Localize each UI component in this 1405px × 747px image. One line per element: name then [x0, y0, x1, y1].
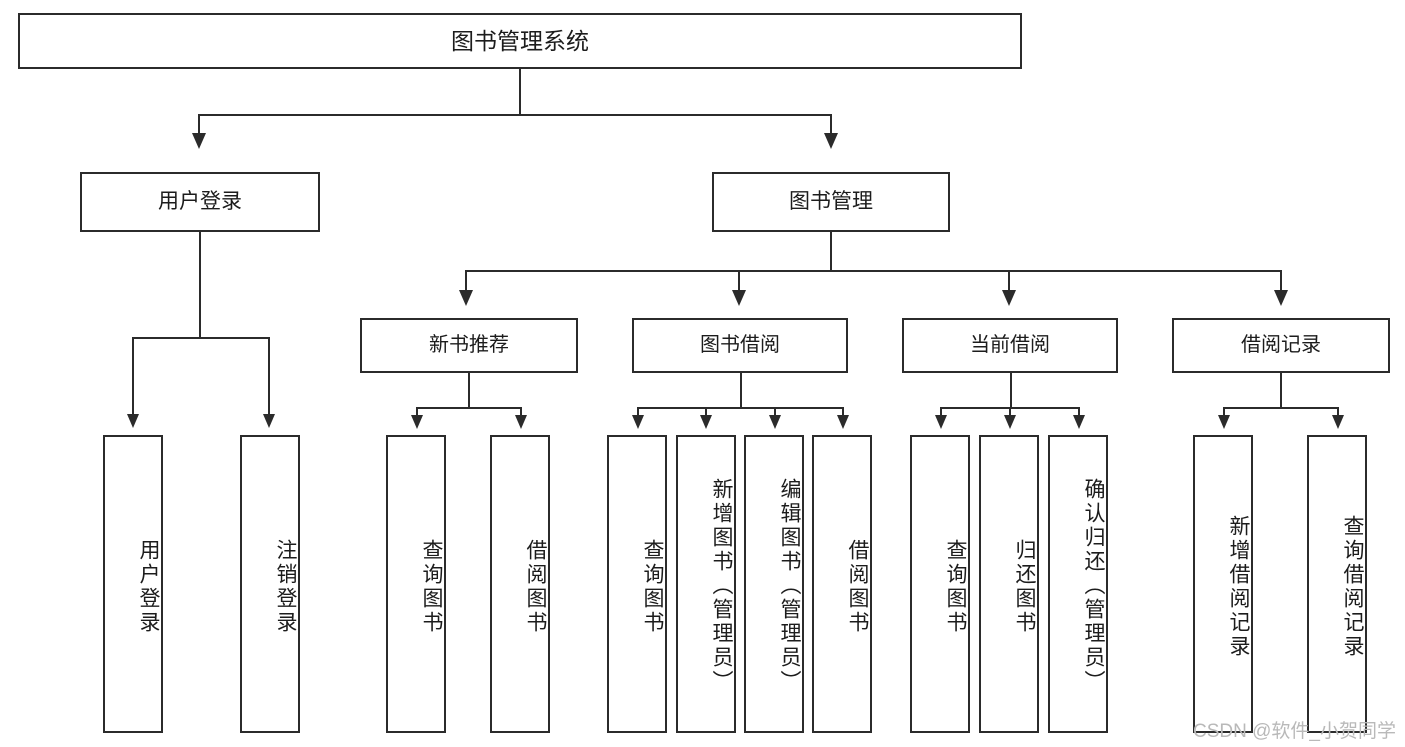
connector-user-login-drop-1 — [132, 337, 134, 415]
connector-book-borrow-drop-1 — [637, 407, 639, 416]
connector-new-book-drop-2 — [520, 407, 522, 416]
connector-book-management-stem — [830, 232, 832, 271]
node-label: 新书推荐 — [429, 334, 509, 357]
node-label: 图书借阅 — [700, 334, 780, 357]
node-current-borrow[interactable]: 当前借阅 — [902, 318, 1118, 373]
node-label: 新增借阅记录 — [1227, 515, 1250, 659]
leaf-query-borrow-record[interactable]: 查询借阅记录 — [1307, 435, 1367, 733]
connector-root-drop-right — [830, 114, 832, 134]
connector-user-login-bus — [133, 337, 269, 339]
connector-current-borrow-drop-1 — [940, 407, 942, 416]
connector-root-stem — [519, 69, 521, 115]
node-label: 当前借阅 — [970, 334, 1050, 357]
node-label: 查询图书 — [641, 539, 664, 635]
leaf-logout[interactable]: 注销登录 — [240, 435, 300, 733]
leaf-user-login[interactable]: 用户登录 — [103, 435, 163, 733]
arrowhead-to-book-borrow — [732, 290, 746, 306]
connector-root-bus — [199, 114, 831, 116]
arrowhead-borrow-record-leaf-1 — [1218, 415, 1230, 429]
arrowhead-book-borrow-leaf-3 — [769, 415, 781, 429]
leaf-return-book[interactable]: 归还图书 — [979, 435, 1039, 733]
node-new-book-recommend[interactable]: 新书推荐 — [360, 318, 578, 373]
node-label: 借阅记录 — [1241, 334, 1321, 357]
connector-current-borrow-stem — [1010, 373, 1012, 408]
connector-new-book-bus — [417, 407, 521, 409]
node-label: 注销登录 — [274, 539, 297, 635]
connector-borrow-record-drop-2 — [1337, 407, 1339, 416]
node-user-login[interactable]: 用户登录 — [80, 172, 320, 232]
node-label: 归还图书 — [1013, 539, 1036, 635]
arrowhead-book-borrow-leaf-4 — [837, 415, 849, 429]
connector-book-borrow-stem — [740, 373, 742, 408]
arrowhead-to-new-book-recommend — [459, 290, 473, 306]
leaf-query-book-recommend[interactable]: 查询图书 — [386, 435, 446, 733]
leaf-query-book-borrow[interactable]: 查询图书 — [607, 435, 667, 733]
node-borrow-record[interactable]: 借阅记录 — [1172, 318, 1390, 373]
leaf-query-book-current[interactable]: 查询图书 — [910, 435, 970, 733]
node-label: 新增图书（管理员） — [710, 478, 733, 694]
connector-user-login-stem — [199, 232, 201, 338]
connector-current-borrow-drop-2 — [1009, 407, 1011, 416]
leaf-add-borrow-record[interactable]: 新增借阅记录 — [1193, 435, 1253, 733]
node-label: 借阅图书 — [524, 539, 547, 635]
node-label: 查询图书 — [420, 539, 443, 635]
arrowhead-book-borrow-leaf-1 — [632, 415, 644, 429]
arrowhead-to-current-borrow — [1002, 290, 1016, 306]
connector-borrow-record-stem — [1280, 373, 1282, 408]
arrowhead-to-user-login — [192, 133, 206, 149]
node-label: 查询借阅记录 — [1341, 515, 1364, 659]
node-label: 用户登录 — [158, 190, 242, 214]
connector-book-borrow-bus — [638, 407, 844, 409]
arrowhead-current-borrow-leaf-1 — [935, 415, 947, 429]
node-book-borrow[interactable]: 图书借阅 — [632, 318, 848, 373]
arrowhead-to-book-management — [824, 133, 838, 149]
leaf-edit-book-admin[interactable]: 编辑图书（管理员） — [744, 435, 804, 733]
node-root-book-management-system[interactable]: 图书管理系统 — [18, 13, 1022, 69]
connector-level2-drop-3 — [1008, 270, 1010, 291]
connector-user-login-drop-2 — [268, 337, 270, 415]
node-label: 图书管理系统 — [451, 27, 589, 54]
node-label: 确认归还（管理员） — [1082, 478, 1105, 694]
leaf-add-book-admin[interactable]: 新增图书（管理员） — [676, 435, 736, 733]
connector-book-borrow-drop-4 — [842, 407, 844, 416]
connector-level2-drop-1 — [465, 270, 467, 291]
arrowhead-book-borrow-leaf-2 — [700, 415, 712, 429]
connector-current-borrow-drop-3 — [1078, 407, 1080, 416]
arrowhead-current-borrow-leaf-3 — [1073, 415, 1085, 429]
arrowhead-to-borrow-record — [1274, 290, 1288, 306]
connector-book-borrow-drop-2 — [705, 407, 707, 416]
arrowhead-to-logout-leaf — [263, 414, 275, 428]
connector-level2-drop-2 — [738, 270, 740, 291]
leaf-borrow-book-recommend[interactable]: 借阅图书 — [490, 435, 550, 733]
arrowhead-borrow-record-leaf-2 — [1332, 415, 1344, 429]
arrowhead-new-book-leaf-1 — [411, 415, 423, 429]
arrowhead-to-user-login-leaf — [127, 414, 139, 428]
connector-level2-drop-4 — [1280, 270, 1282, 291]
node-book-management[interactable]: 图书管理 — [712, 172, 950, 232]
node-label: 借阅图书 — [846, 539, 869, 635]
node-label: 用户登录 — [137, 539, 160, 635]
node-label: 图书管理 — [789, 190, 873, 214]
connector-new-book-stem — [468, 373, 470, 408]
node-label: 编辑图书（管理员） — [778, 478, 801, 694]
arrowhead-new-book-leaf-2 — [515, 415, 527, 429]
connector-book-management-bus — [466, 270, 1282, 272]
connector-borrow-record-bus — [1224, 407, 1338, 409]
arrowhead-current-borrow-leaf-2 — [1004, 415, 1016, 429]
connector-book-borrow-drop-3 — [774, 407, 776, 416]
node-label: 查询图书 — [944, 539, 967, 635]
leaf-confirm-return-admin[interactable]: 确认归还（管理员） — [1048, 435, 1108, 733]
connector-new-book-drop-1 — [416, 407, 418, 416]
connector-root-drop-left — [198, 114, 200, 134]
leaf-borrow-book[interactable]: 借阅图书 — [812, 435, 872, 733]
connector-borrow-record-drop-1 — [1223, 407, 1225, 416]
